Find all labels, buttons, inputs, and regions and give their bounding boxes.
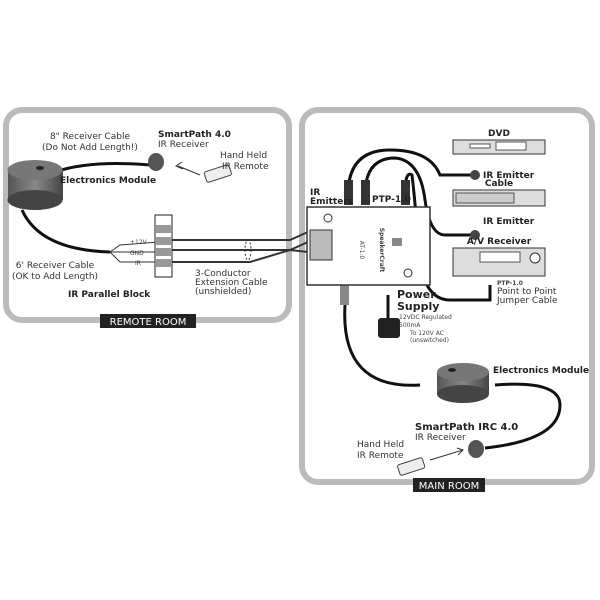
ir-receiver-main (468, 440, 484, 458)
main-receiver-subtitle: IR Receiver (415, 433, 466, 443)
block-label: IR Parallel Block (68, 290, 151, 300)
emitter-cable-label: IR Emitter (483, 217, 535, 227)
electronics-module-remote (7, 160, 63, 210)
main-remote-label-2: IR Remote (357, 451, 404, 461)
power-label-2: Supply (397, 300, 439, 313)
remote-label-2: IR Remote (222, 162, 269, 172)
emitter-plug-2 (361, 180, 370, 205)
long-cable-note: (OK to Add Length) (12, 272, 98, 282)
cable-marker (244, 239, 252, 261)
main-handheld-remote-icon (397, 457, 426, 476)
extension-label-3: (unshielded) (195, 287, 251, 297)
jumper-label-3: Jumper Cable (496, 296, 558, 306)
ptp-top-label: PTP-1.0 (372, 195, 411, 205)
terminal-gnd: GND (130, 250, 144, 257)
receiver-cable-main (343, 304, 421, 387)
ir-emitter-dvd (470, 170, 480, 180)
receiver-subtitle: IR Receiver (158, 140, 209, 150)
emitter-cable-cable (363, 156, 475, 237)
power-spec-1: 12VDC Regulated (399, 314, 452, 321)
electronics-module-main (437, 363, 489, 403)
jumper-label-2: Point to Point (497, 287, 557, 297)
remote-room-label-bg (100, 314, 196, 328)
receiver-title: SmartPath 4.0 (158, 130, 231, 140)
main-room-label-bg (413, 478, 485, 492)
remote-label-1: Hand Held (220, 151, 267, 161)
main-remote-label-1: Hand Held (357, 440, 404, 450)
hub-model: AT-1.0 (358, 241, 365, 260)
emitters-label-2: Emitters (310, 197, 353, 207)
main-module-label: Electronics Module (493, 366, 589, 376)
ir-emitter-cable (470, 230, 480, 240)
device-av-receiver: A/V Receiver (467, 237, 532, 247)
receiver-cable-note: (Do Not Add Length!) (42, 143, 138, 153)
receiver-cable-main-2 (484, 382, 562, 450)
emitter-dvd-label: IR Emitter (483, 171, 535, 181)
module-label: Electronics Module (60, 176, 156, 186)
extension-cable (170, 231, 309, 263)
emitter-plug-1 (344, 180, 353, 205)
extension-label-1: 3-Conductor (195, 269, 251, 279)
remote-room-label: REMOTE ROOM (110, 317, 187, 328)
hub-brand: SpeakerCraft (378, 228, 385, 273)
main-room-label: MAIN ROOM (419, 481, 479, 492)
power-label-1: Power (397, 288, 436, 301)
dvd-player (452, 139, 546, 155)
long-receiver-cable (20, 209, 111, 254)
ir-input-plug (340, 285, 349, 305)
emitters-label-1: IR (310, 188, 320, 198)
terminal-ir: IR (135, 260, 141, 267)
ac-label-2: (unswitched) (410, 337, 449, 344)
ir-parallel-block (154, 214, 173, 278)
cable-box (452, 189, 546, 207)
power-supply-brick (378, 318, 400, 338)
main-ir-signal-arrow (429, 447, 464, 461)
ac-label-1: To 120V AC (409, 330, 444, 337)
ir-receiver-remote (148, 153, 164, 171)
extension-label-2: Extension Cable (195, 278, 268, 288)
device-dvd: DVD (488, 129, 510, 139)
main-receiver-title: SmartPath IRC 4.0 (415, 422, 518, 433)
ir-signal-arrow (174, 161, 201, 176)
ptp-plug (401, 180, 410, 205)
device-cable: Cable (485, 179, 513, 189)
av-receiver (452, 247, 546, 277)
receiver-cable-label: 8" Receiver Cable (50, 132, 131, 142)
emitter-cable-dvd (346, 148, 475, 196)
at-1-hub (306, 206, 431, 286)
handheld-remote-icon (203, 164, 232, 183)
wire-fanout (109, 241, 159, 263)
power-spec-2: 500mA (399, 322, 421, 329)
jumper-label-1: PTP-1.0 (497, 280, 523, 287)
long-cable-label: 6' Receiver Cable (16, 261, 95, 271)
terminal-12v: +12V (130, 239, 148, 246)
